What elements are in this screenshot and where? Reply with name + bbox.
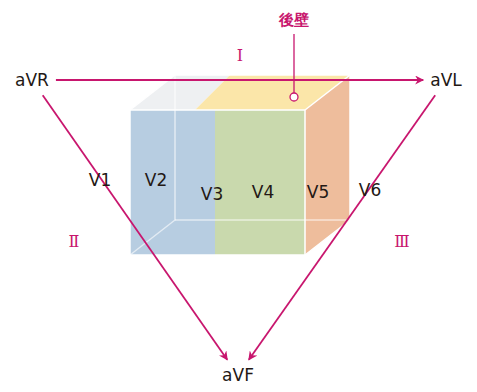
cube-edges bbox=[130, 75, 350, 255]
cube-front-green bbox=[215, 110, 305, 255]
lead-label: aVR bbox=[12, 69, 52, 92]
region-label: 後壁 bbox=[279, 12, 309, 29]
precordial-lead-label: V6 bbox=[359, 181, 381, 200]
lead-axis-arrow bbox=[56, 79, 423, 81]
lead-label: aVF bbox=[219, 364, 257, 387]
lead-numeral: Ⅰ bbox=[237, 47, 243, 65]
lead-numeral: Ⅲ bbox=[394, 233, 409, 251]
leader-line bbox=[293, 34, 294, 93]
precordial-lead-label: V1 bbox=[89, 171, 111, 190]
precordial-lead-label: V5 bbox=[307, 183, 329, 202]
lead-name: aVF bbox=[222, 366, 254, 385]
lead-numeral: Ⅱ bbox=[69, 233, 80, 251]
lead-name: aVR bbox=[15, 71, 49, 90]
precordial-lead-label: V4 bbox=[252, 183, 274, 202]
lead-name: aVL bbox=[430, 71, 462, 90]
precordial-lead-label: V2 bbox=[145, 171, 167, 190]
precordial-lead-label: V3 bbox=[201, 185, 223, 204]
lead-label: aVL bbox=[427, 69, 465, 92]
posterior-wall-marker bbox=[290, 93, 298, 101]
lead-axis-arrow bbox=[249, 95, 435, 359]
cube-right-face bbox=[305, 75, 350, 255]
lead-axis-arrow bbox=[43, 95, 228, 359]
cube-front-blue bbox=[130, 110, 215, 255]
